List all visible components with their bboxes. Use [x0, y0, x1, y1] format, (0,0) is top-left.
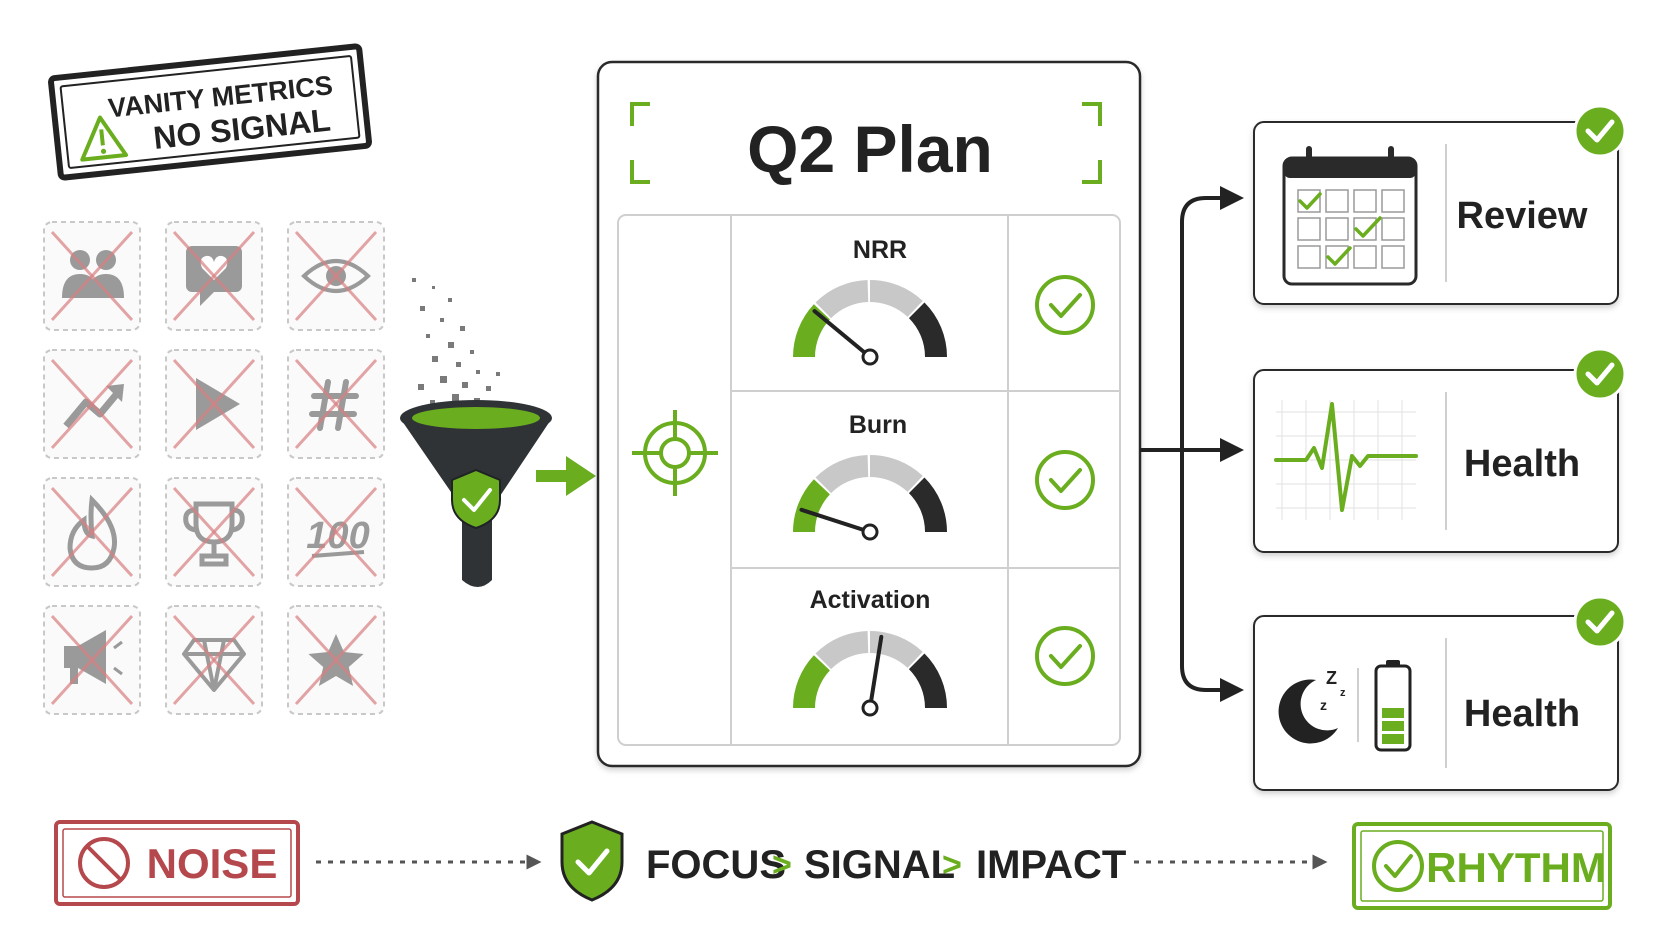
gauge-hub [861, 348, 879, 366]
svg-text:z: z [1320, 697, 1327, 713]
vanity-tile [43, 605, 141, 715]
metric-label: NRR [853, 236, 907, 264]
diamond-icon [182, 638, 246, 692]
noise-stamp: NOISE [54, 820, 300, 906]
battery-icon [1374, 660, 1412, 752]
check-badge-icon [1573, 347, 1627, 401]
megaphone-icon [64, 630, 123, 684]
gauge [793, 631, 948, 717]
play-icon [196, 378, 240, 430]
gauge-segment [869, 455, 923, 493]
gauge-hub [861, 523, 879, 541]
branch-arrows [1140, 186, 1244, 702]
gauge-segment [908, 653, 948, 709]
vanity-tile [287, 605, 385, 715]
output-label: Review [1457, 195, 1588, 237]
warning-icon [80, 115, 129, 162]
separator-2: > [942, 846, 962, 884]
signal-label: SIGNAL [804, 843, 955, 887]
svg-text:Z: Z [1326, 668, 1337, 688]
output-label: Health [1464, 443, 1580, 485]
fire-icon [67, 494, 118, 571]
shield-check-icon [560, 820, 624, 902]
page-title: Q2 Plan [747, 112, 993, 186]
particles [412, 278, 500, 405]
check-circle-icon [1035, 275, 1095, 335]
gauge-segment [869, 280, 923, 318]
rhythm-stamp: RHYTHM [1352, 822, 1612, 910]
q2-plan-panel: Q2 Plan NRR Burn [596, 60, 1142, 768]
target-icon [632, 410, 718, 496]
output-label: Health [1464, 693, 1580, 735]
check-badge-icon [1573, 104, 1627, 158]
calendar-icon [1282, 146, 1418, 286]
gauge-segment [869, 631, 923, 669]
vanity-icon-grid: 100 [43, 221, 385, 715]
gauge [793, 455, 948, 541]
output-card-review: Review [1253, 121, 1619, 305]
rhythm-label: RHYTHM [1426, 844, 1606, 891]
gauge-segment [815, 280, 869, 319]
green-arrow [536, 456, 596, 496]
gauge-segment [793, 655, 831, 709]
gauge-segment [815, 631, 869, 670]
vanity-tile [43, 477, 141, 587]
vanity-tile [43, 349, 141, 459]
noise-label: NOISE [147, 840, 278, 887]
gauge-needle [868, 634, 884, 710]
trend-up-icon [63, 384, 124, 429]
check-circle-icon [1035, 450, 1095, 510]
metric-label: Activation [810, 586, 931, 614]
gauge-segment [815, 455, 869, 494]
vanity-tile: 100 [287, 477, 385, 587]
vanity-tile [165, 605, 263, 715]
output-card-health-2: Z z z Health [1253, 615, 1619, 791]
check-circle-icon [1372, 840, 1424, 892]
trophy-icon [183, 501, 245, 567]
vanity-tile [287, 349, 385, 459]
vanity-metrics-stamp: VANITY METRICS NO SIGNAL [48, 43, 372, 181]
vanity-tile [287, 221, 385, 331]
gauge [793, 280, 948, 366]
vanity-tile [43, 221, 141, 331]
impact-label: IMPACT [976, 843, 1126, 887]
funnel-icon [400, 400, 552, 587]
focus-brackets [630, 102, 1102, 184]
separator-1: > [772, 846, 792, 884]
metric-row-nrr: NRR [793, 236, 1095, 366]
heart-chat-icon [186, 246, 242, 306]
check-circle-icon [1035, 626, 1095, 686]
output-card-health-1: Health [1253, 369, 1619, 553]
metric-row-activation: Activation [793, 586, 1095, 717]
gauge-needle [812, 309, 872, 359]
gauge-segment [908, 302, 948, 358]
gauge-segment [908, 477, 948, 533]
moon-sleep-icon: Z z z [1278, 668, 1346, 744]
vanity-tile [165, 477, 263, 587]
heartbeat-icon [1274, 400, 1418, 520]
metric-label: Burn [849, 411, 907, 439]
svg-text:z: z [1340, 687, 1346, 699]
focus-label: FOCUS [646, 843, 786, 887]
vanity-tile [165, 221, 263, 331]
metric-row-burn: Burn [793, 411, 1095, 541]
gauge-needle [799, 507, 872, 534]
no-symbol-icon [78, 837, 130, 889]
check-badge-icon [1573, 595, 1627, 649]
gauge-hub [861, 699, 879, 717]
vanity-tile [165, 349, 263, 459]
gauge-segment [793, 479, 831, 533]
